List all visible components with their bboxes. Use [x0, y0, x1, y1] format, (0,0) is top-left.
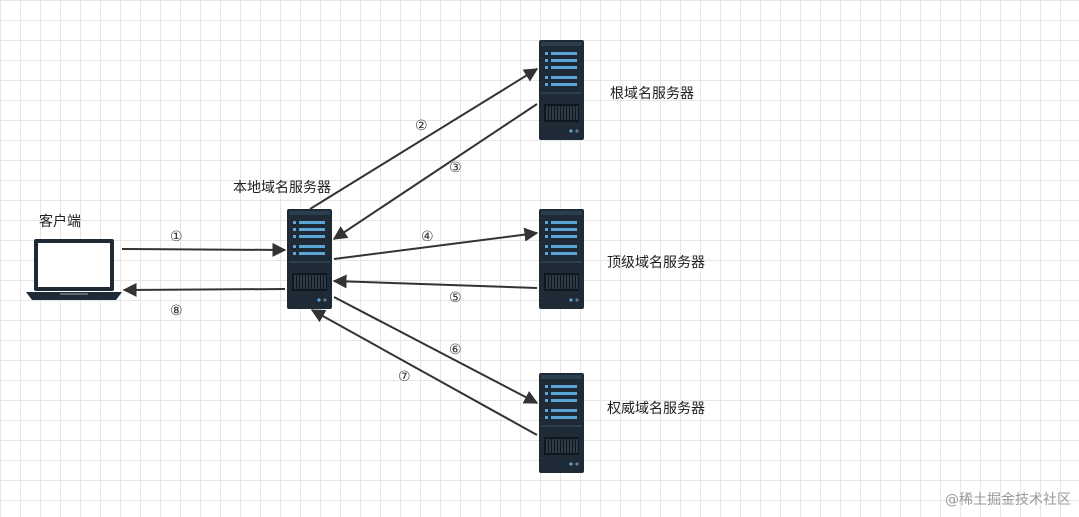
arrow-step-1	[121, 242, 287, 257]
auth-server-icon	[538, 372, 585, 474]
step-4-label: ④	[421, 229, 434, 245]
local-server-icon	[286, 208, 333, 310]
arrow-step-8	[122, 282, 286, 297]
arrow-step-7	[310, 309, 538, 436]
arrow-step-6	[333, 296, 539, 404]
step-5-label: ⑤	[449, 290, 462, 306]
step-2-label: ②	[415, 118, 428, 134]
local-server-label: 本地域名服务器	[233, 180, 331, 196]
step-7-label: ⑦	[398, 369, 411, 385]
tld-server-icon	[538, 208, 585, 310]
step-1-label: ①	[170, 229, 183, 245]
arrow-step-5	[332, 274, 538, 289]
arrow-step-2	[309, 68, 539, 210]
laptop-icon	[26, 239, 122, 300]
root-server-label: 根域名服务器	[610, 86, 694, 102]
step-8-label: ⑧	[170, 303, 183, 319]
client-label: 客户端	[39, 214, 81, 230]
watermark: @稀土掘金技术社区	[945, 492, 1071, 508]
arrow-step-4	[333, 227, 539, 260]
step-3-label: ③	[449, 160, 462, 176]
tld-server-label: 顶级域名服务器	[607, 255, 705, 271]
step-6-label: ⑥	[449, 342, 462, 358]
root-server-icon	[538, 39, 585, 141]
auth-server-label: 权威域名服务器	[607, 401, 705, 417]
arrow-step-3	[332, 103, 538, 240]
